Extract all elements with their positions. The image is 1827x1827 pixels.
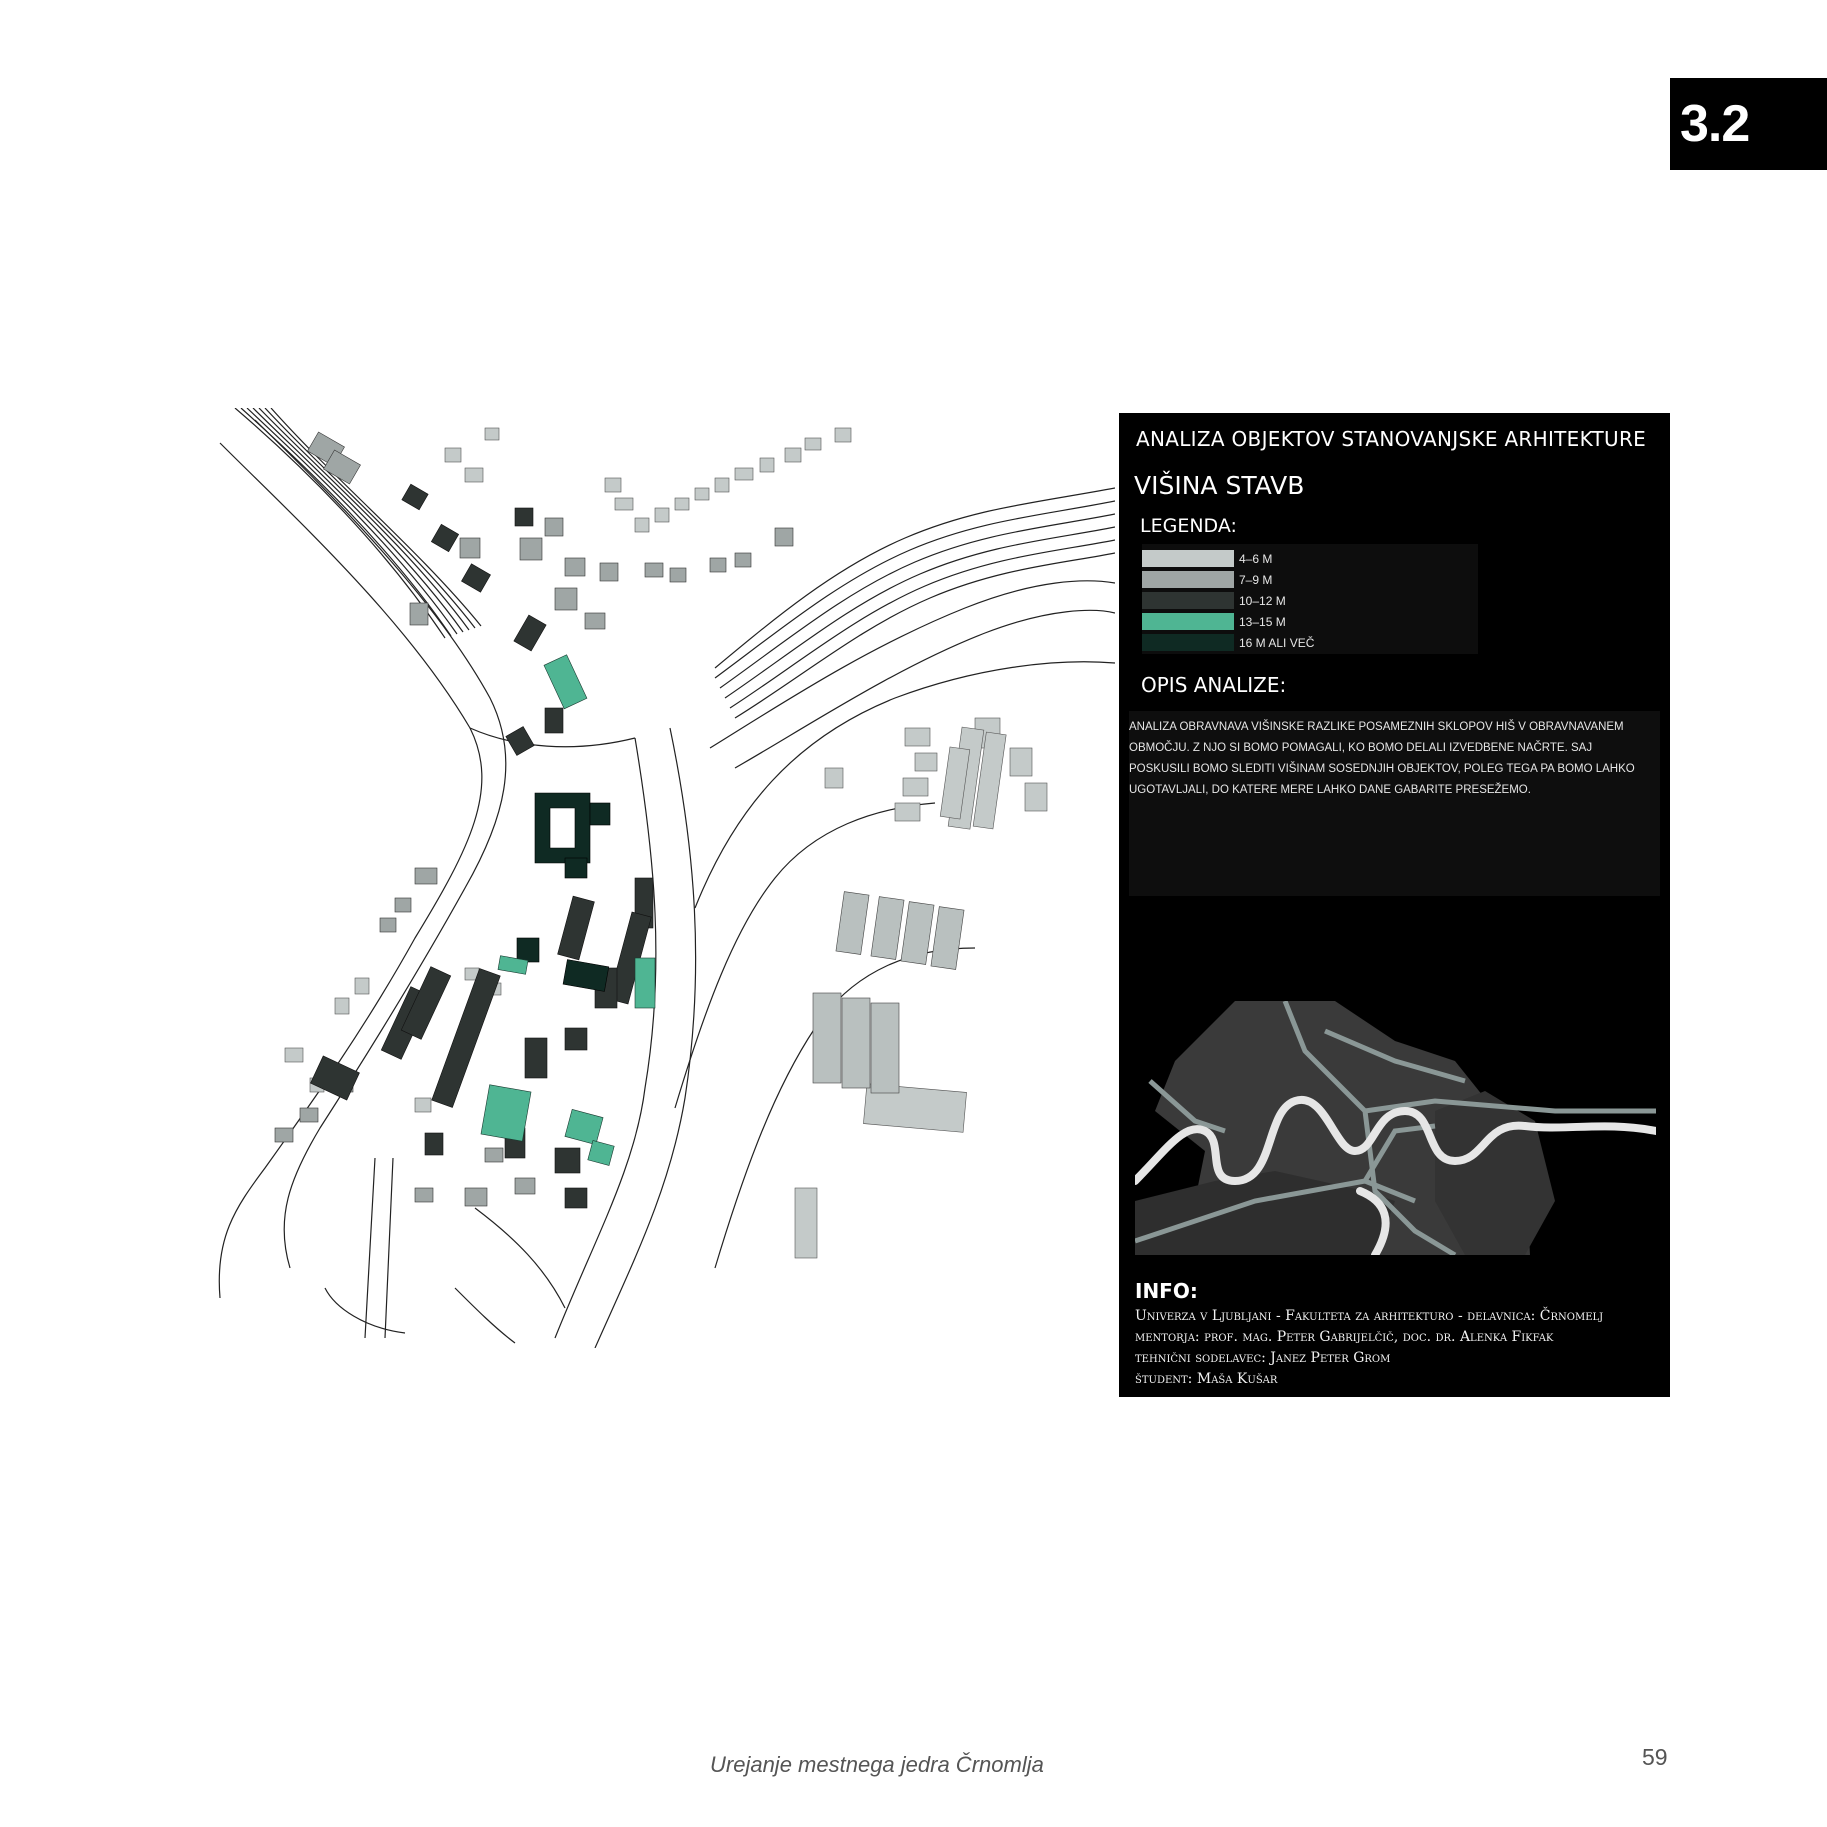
legend-swatch	[1142, 550, 1234, 567]
legend-heading: LEGENDA:	[1140, 515, 1237, 537]
site-plan-drawing	[218, 408, 1115, 1348]
info-credits: Univerza v Ljubljani - Fakulteta za arhi…	[1135, 1306, 1603, 1390]
section-number-tab: 3.2	[1670, 78, 1827, 170]
legend-label: 7–9 M	[1239, 573, 1273, 587]
page-number: 59	[1642, 1744, 1668, 1770]
legend-swatch	[1142, 613, 1234, 630]
info-line: Univerza v Ljubljani - Fakulteta za arhi…	[1135, 1308, 1604, 1324]
info-line: mentorja: prof. mag. Peter Gabrijelčič, …	[1135, 1329, 1554, 1345]
panel-subtitle: VIŠINA STAVB	[1134, 471, 1305, 500]
site-plan-map	[215, 408, 1115, 1348]
legend-swatch	[1142, 592, 1234, 609]
legend-label: 13–15 M	[1239, 615, 1286, 629]
locator-map	[1135, 1001, 1656, 1255]
locator-map-drawing	[1135, 1001, 1656, 1255]
legend-label: 4–6 M	[1239, 552, 1273, 566]
description-box: ANALIZA OBRAVNAVA VIŠINSKE RAZLIKE POSAM…	[1129, 711, 1660, 896]
legend-label: 16 M ALI VEČ	[1239, 636, 1315, 650]
legend: 4–6 M 7–9 M 10–12 M 13–15 M 16 M ALI VEČ	[1142, 544, 1478, 654]
panel-title: ANALIZA OBJEKTOV STANOVANJSKE ARHITEKTUR…	[1136, 427, 1647, 451]
description-heading: OPIS ANALIZE:	[1141, 673, 1287, 697]
footer-title: Urejanje mestnega jedra Črnomlja	[710, 1752, 1044, 1777]
legend-swatch	[1142, 634, 1234, 651]
description-text: ANALIZA OBRAVNAVA VIŠINSKE RAZLIKE POSAM…	[1129, 721, 1635, 796]
info-heading: INFO:	[1135, 1279, 1198, 1303]
legend-label: 10–12 M	[1239, 594, 1286, 608]
info-line: tehnični sodelavec: Janez Peter Grom	[1135, 1350, 1391, 1366]
info-line: študent: Maša Kušar	[1135, 1371, 1278, 1387]
analysis-panel: ANALIZA OBJEKTOV STANOVANJSKE ARHITEKTUR…	[1119, 413, 1670, 1397]
legend-swatch	[1142, 571, 1234, 588]
